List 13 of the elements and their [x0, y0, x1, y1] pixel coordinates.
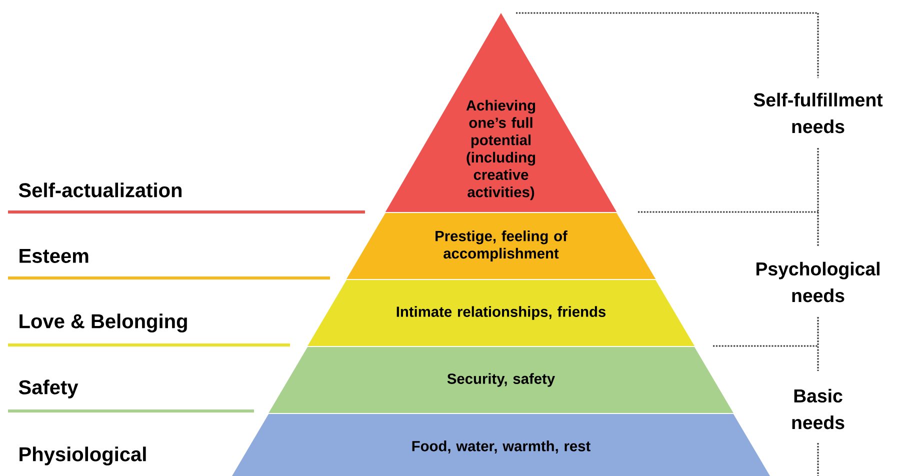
- level-label: Self-actualization: [18, 182, 182, 198]
- pyramid-level: Security, safety: [268, 347, 734, 413]
- level-label: Safety: [18, 380, 78, 398]
- level-label: Esteem: [20, 249, 88, 263]
- level-label: Physiological: [20, 446, 146, 466]
- group-label: Psychological needs: [756, 262, 880, 302]
- level-label: Love & Belonging: [20, 314, 187, 332]
- pyramid-level: Achieving one’s full potential (including creative activities): [385, 13, 617, 212]
- group-label: Self-fulfillment needs: [754, 92, 883, 134]
- group-label: Basic needs: [792, 388, 844, 430]
- pyramid-level: Prestige, feeling of accomplishment: [346, 213, 656, 279]
- pyramid-level: Food, water, warmth, rest: [232, 414, 770, 476]
- pyramid-level: Intimate relationships, friends: [308, 280, 694, 346]
